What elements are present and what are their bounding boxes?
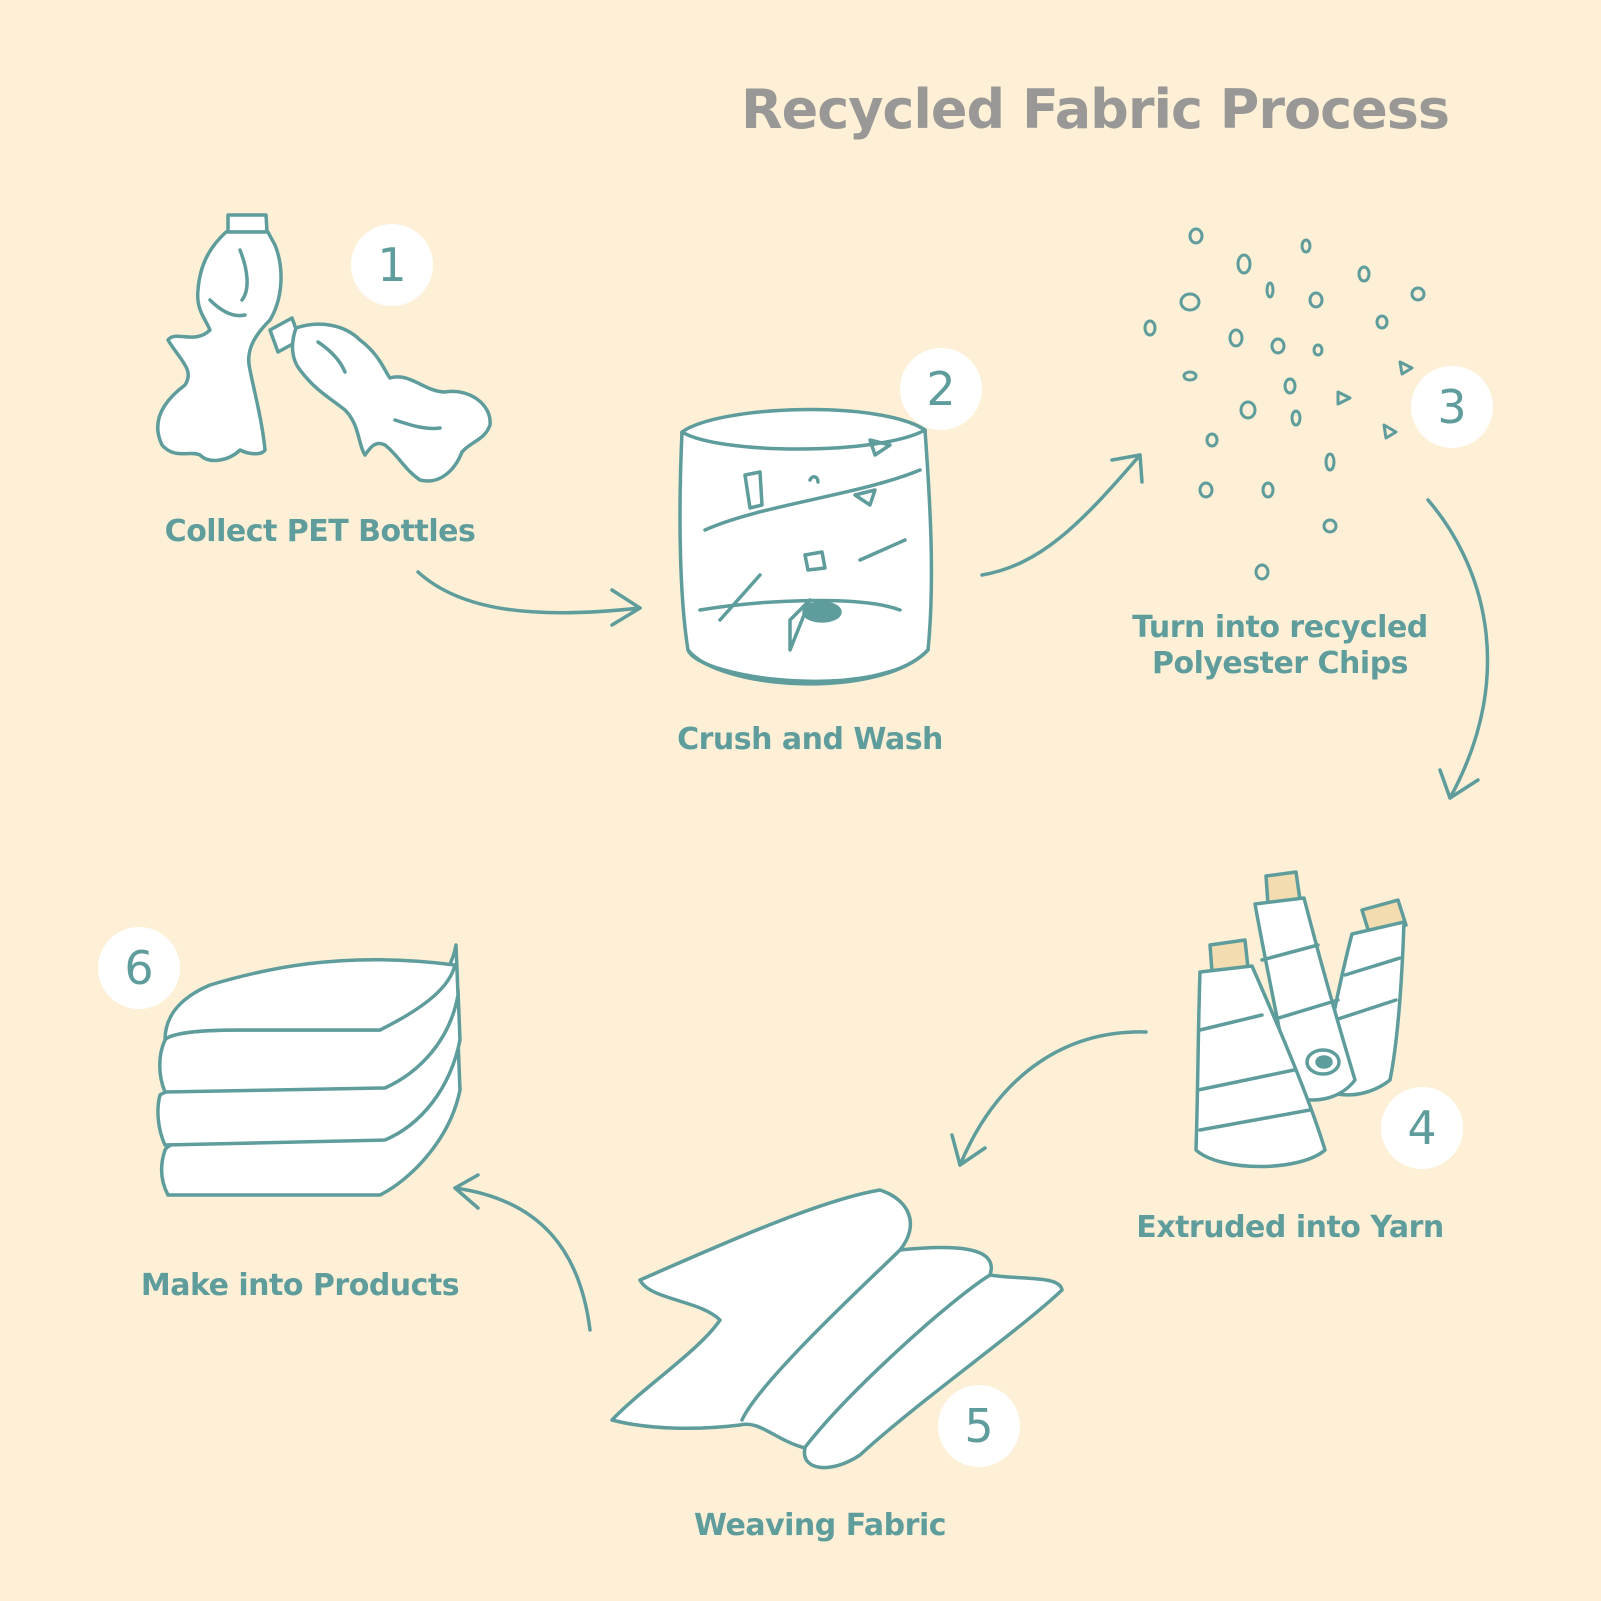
step-2-badge: 2 [900,348,982,430]
fabric-sheet-icon [610,1188,1064,1470]
step-1-label: Collect PET Bottles [164,514,476,549]
yarn-spools-icon [1194,870,1408,1169]
flow-arrow-icon [453,1173,592,1332]
pet-bottles-icon [156,213,492,483]
folded-towels-icon [156,943,462,1197]
washing-drum-icon [678,407,934,686]
step-5-badge: 5 [938,1385,1020,1467]
step-6-badge: 6 [98,927,180,1009]
step-6-label: Make into Products [140,1268,460,1303]
polyester-chips-icon [1143,227,1426,581]
step-4-label: Extruded into Yarn [1136,1210,1444,1245]
flow-arrow-icon [980,453,1144,577]
page-title: Recycled Fabric Process [740,78,1450,141]
flow-arrow-icon [1426,498,1490,800]
step-5-label: Weaving Fabric [693,1508,947,1543]
step-4-badge: 4 [1381,1087,1463,1169]
step-1-badge: 1 [351,224,433,306]
flow-arrow-icon [950,1030,1148,1167]
step-3-badge: 3 [1411,366,1493,448]
step-3-label: Turn into recycled Polyester Chips [1132,610,1428,681]
step-2-label: Crush and Wash [677,722,943,757]
flow-arrow-icon [416,570,642,627]
